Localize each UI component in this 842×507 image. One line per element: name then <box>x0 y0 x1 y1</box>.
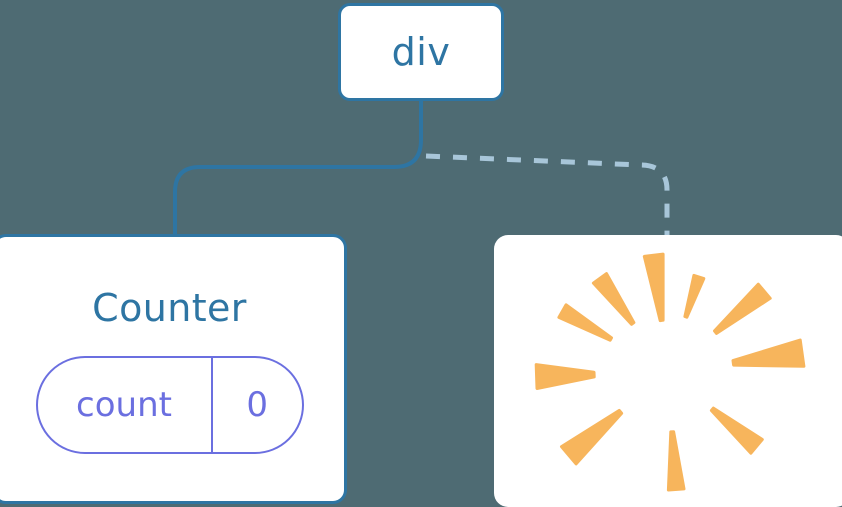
sparkle-ray-10 <box>666 430 686 492</box>
node-counter-label: Counter <box>92 286 247 330</box>
state-pill-divider <box>210 358 213 452</box>
sparkle-ray-7 <box>731 338 806 368</box>
sparkle-ray-1 <box>642 252 665 323</box>
node-div-label: div <box>391 30 451 74</box>
sparkle-ray-4 <box>557 303 613 342</box>
state-pill-count[interactable]: count 0 <box>35 356 304 454</box>
sparkle-burst-icon <box>534 252 806 492</box>
sparkle-ray-2 <box>683 273 706 319</box>
node-rerender[interactable] <box>494 235 842 507</box>
sparkle-ray-8 <box>560 408 624 466</box>
node-div[interactable]: div <box>338 3 504 101</box>
sparkle-ray-3 <box>591 272 636 326</box>
state-value-label: 0 <box>246 385 269 425</box>
sparkle-ray-5 <box>713 282 772 335</box>
edge-div-to-rerender <box>425 153 670 236</box>
sparkle-ray-6 <box>534 363 596 390</box>
node-counter[interactable]: Counter count 0 <box>0 234 347 504</box>
state-key-label: count <box>76 385 172 425</box>
edge-div-to-counter <box>173 99 423 239</box>
sparkle-ray-9 <box>709 406 764 455</box>
